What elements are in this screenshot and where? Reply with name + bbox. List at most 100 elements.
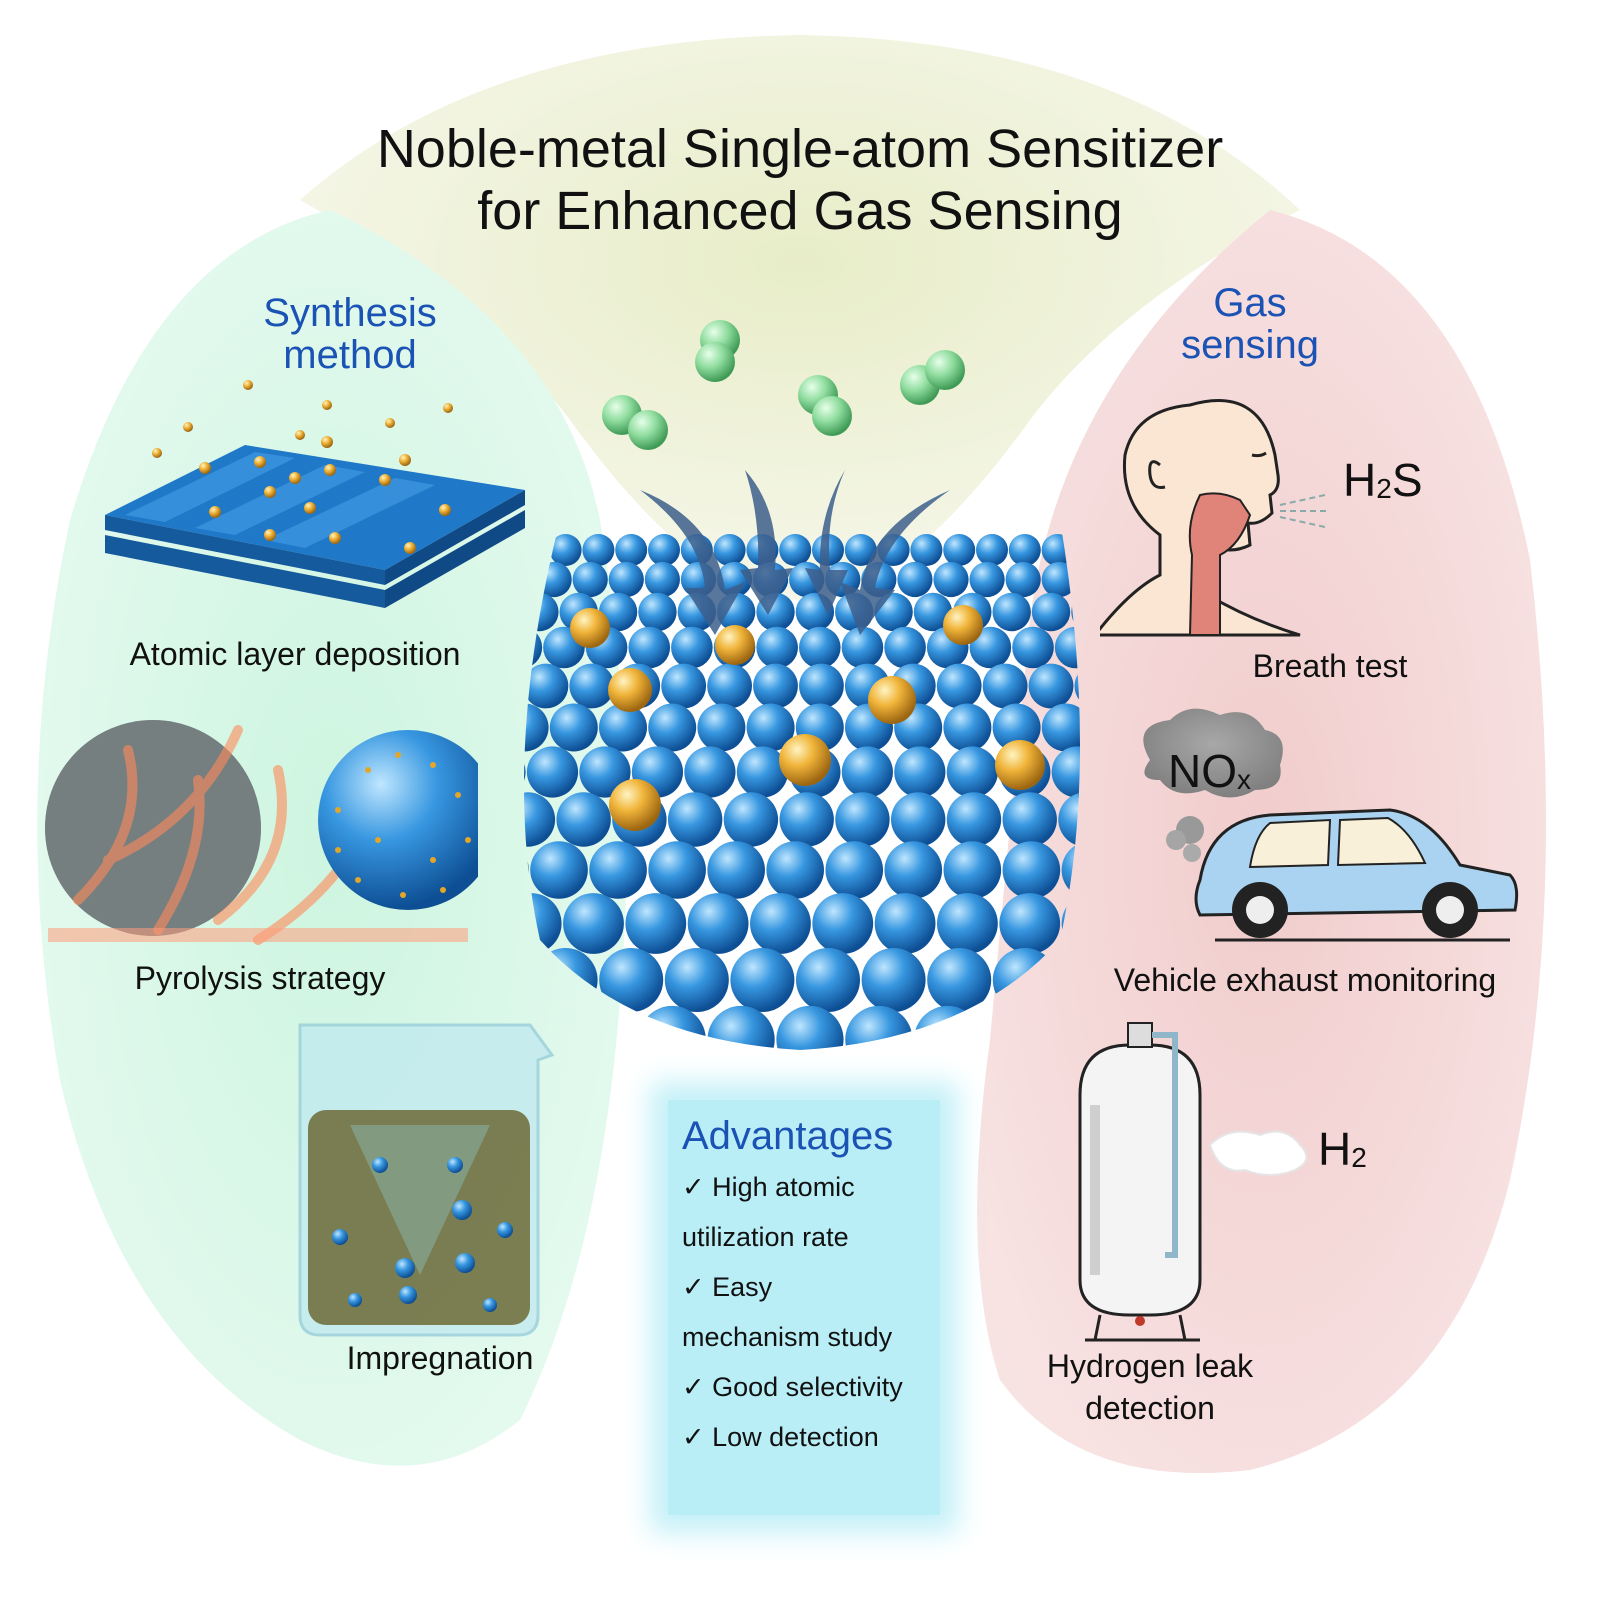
support-atom [648,841,706,899]
support-atom [894,746,946,798]
support-atom [845,1005,913,1050]
support-atom [589,841,647,899]
support-atom [661,663,707,709]
arrow-3 [805,470,848,615]
support-atom [723,792,779,847]
support-atom [844,534,877,566]
synthesis-heading-line2: method [283,333,417,377]
support-atom [779,534,812,566]
support-atom [1061,893,1080,954]
support-atom [549,534,582,566]
support-atom [835,792,890,847]
support-atom [687,893,749,954]
h2-label: H2 [1318,1122,1367,1176]
support-atom [1041,534,1074,566]
support-atom [1071,592,1080,632]
support-atom [524,893,562,954]
support-atom [992,703,1041,752]
support-atom [976,534,1008,566]
support-atom [556,792,611,847]
support-atom [524,592,559,632]
support-atom [526,746,579,798]
support-atom [946,792,1002,847]
support-atom [750,893,811,954]
support-lattice [500,470,1080,1050]
support-atom [897,561,933,598]
support-atom [1041,561,1077,598]
page-title: Noble-metal Single-atom Sensitizer for E… [376,119,1224,241]
support-atom [1074,534,1080,566]
vehicle-label: Vehicle exhaust monitoring [1113,962,1497,998]
support-atom [812,893,874,954]
support-atom [943,703,992,752]
vehicle-illustration [1143,708,1519,942]
support-atom [779,792,834,847]
support-atom [730,948,795,1012]
molecule [798,375,852,436]
support-atom [524,561,536,598]
support-atom [753,663,798,709]
support-atom [799,626,841,669]
support-atom [707,663,752,709]
breath-test-label: Breath test [1252,648,1408,684]
support-atom [615,534,648,566]
support-atom [671,626,713,669]
ald-illustration [105,380,525,608]
support-atom [992,948,1057,1012]
arrow-4 [840,490,950,635]
support-atom [524,703,549,752]
support-atom [1054,626,1080,669]
hydrogen-leak-line1: Hydrogen leak [1046,1348,1254,1384]
support-atom [910,534,943,566]
sensing-heading: Gas sensing [1100,282,1400,366]
support-atom [524,1005,569,1050]
advantages-box: Advantages ✓ High atomic utilization rat… [668,1100,940,1515]
support-atom [533,948,598,1012]
support-atom [913,592,953,632]
support-atom [582,534,615,566]
advantage-line-1: ✓ High atomic [682,1172,855,1202]
h2-sub: 2 [1351,1142,1367,1173]
molecule [900,350,965,405]
support-atom [969,561,1005,598]
support-atom [746,703,795,752]
h2s-main: H [1343,454,1377,506]
support-atom [697,703,746,752]
support-atom [524,534,549,566]
support-atom [796,948,860,1012]
single-atom [779,734,831,786]
support-atom [524,841,529,899]
gas-molecules [602,320,965,450]
single-atom [995,740,1045,790]
single-atom [608,668,652,712]
advantage-line-4: mechanism study [682,1322,893,1352]
pyrolysis-illustration [45,720,478,945]
support-atom [936,663,982,709]
support-atom [599,948,664,1012]
support-atom [664,948,729,1012]
support-atom [982,1005,1051,1050]
support-atom [841,626,884,669]
support-atom [1002,841,1061,899]
support-atom [1074,663,1080,709]
support-atom [569,663,615,709]
advantage-line-3: ✓ Easy [682,1272,773,1302]
support-atom [713,534,746,566]
support-atom [825,841,884,899]
support-atom [500,664,522,709]
advantages-title: Advantages [682,1114,894,1158]
support-atom [776,1005,844,1050]
advantage-line-6: ✓ Low detection [682,1422,879,1452]
support-atom [524,746,526,798]
support-atom [707,1005,775,1050]
support-atom [1008,534,1041,566]
support-atom [536,561,572,598]
support-atom [992,592,1031,632]
support-atom [946,746,998,798]
smoke-cloud [1143,708,1283,798]
support-atom [884,841,943,899]
support-atom [599,703,647,752]
support-atom [874,893,936,954]
single-atom [609,779,661,831]
support-atom [549,703,598,752]
